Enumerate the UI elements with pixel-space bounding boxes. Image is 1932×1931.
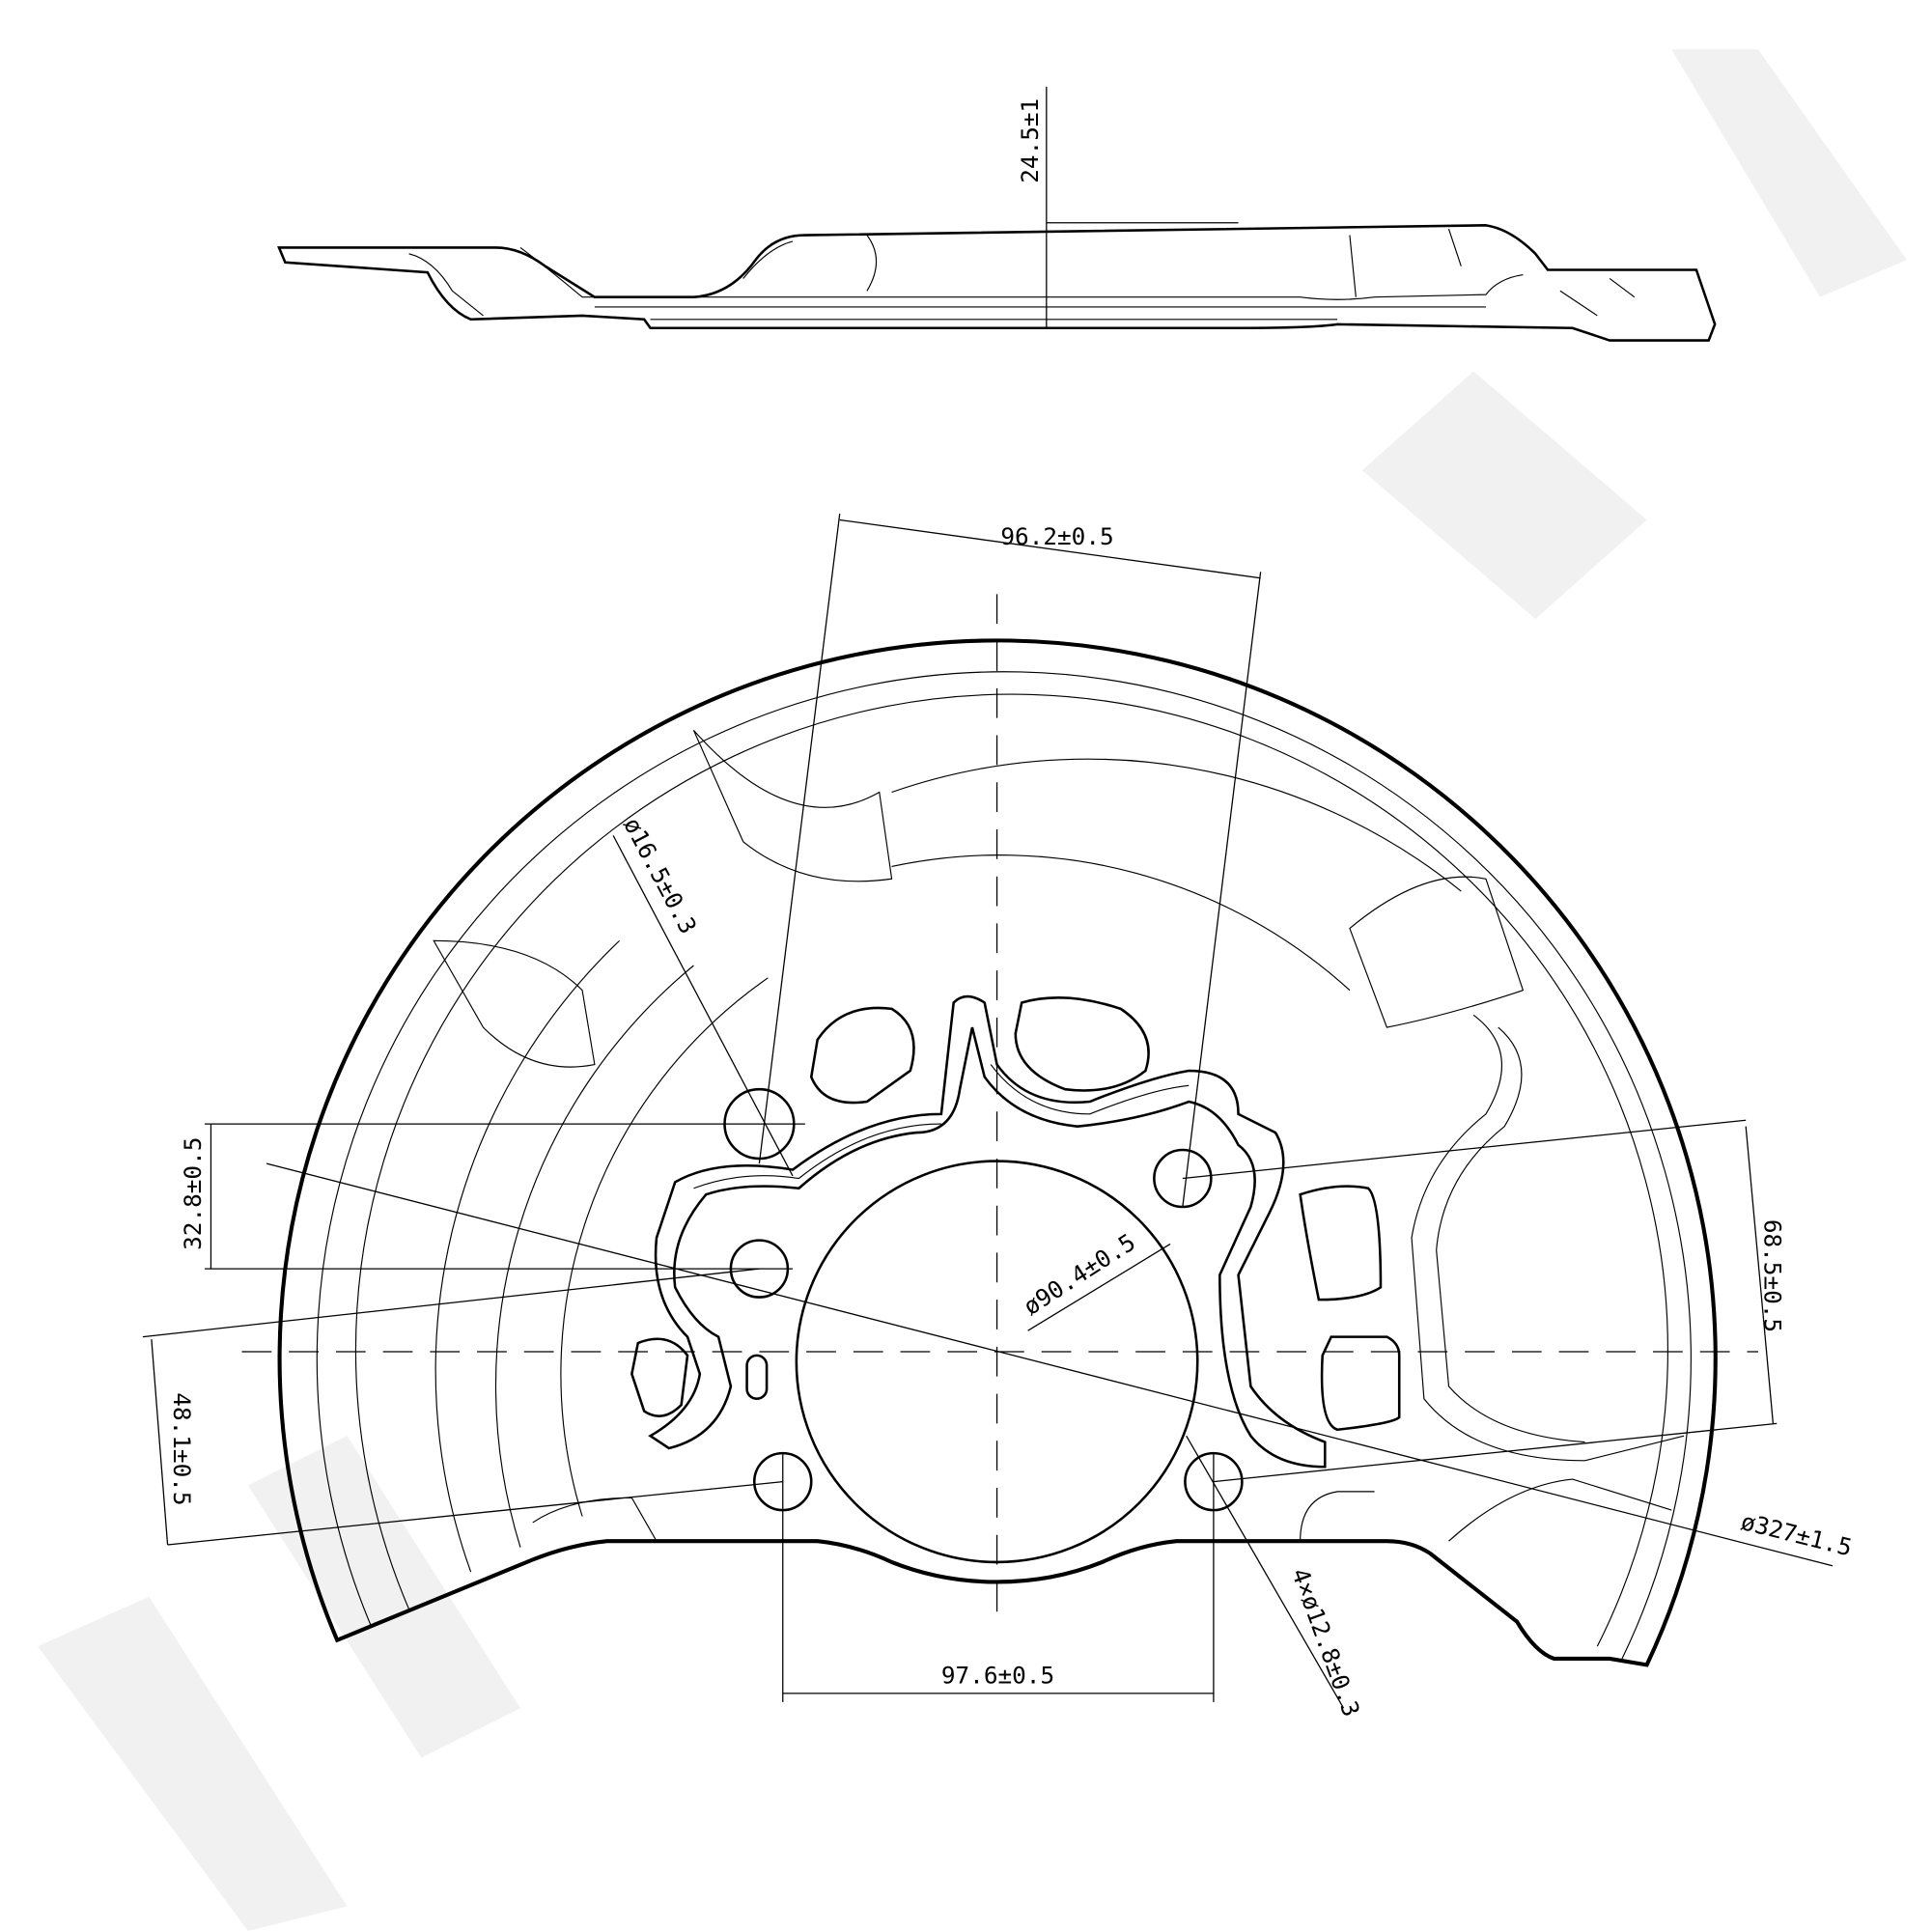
dim-outer-dia: ø327±1.5 bbox=[1738, 1507, 1855, 1562]
dim-bolt-holes: 4×ø12.8±0.3 bbox=[1286, 1564, 1365, 1720]
dim-height: 24.5±1 bbox=[1016, 98, 1044, 183]
window-upper bbox=[1299, 1185, 1383, 1301]
hub-flange bbox=[648, 994, 1327, 1469]
slot-left-lower bbox=[630, 1337, 689, 1417]
slot-right-upper bbox=[1014, 996, 1150, 1092]
outer-contour bbox=[277, 638, 1718, 1667]
dim-left-vertical: 32.8±0.5 bbox=[179, 1137, 207, 1250]
dim-bottom-bolt-span: 97.6±0.5 bbox=[941, 1662, 1054, 1690]
slot-small bbox=[745, 1354, 769, 1401]
dim-top-bolt-span: 96.2±0.5 bbox=[1000, 522, 1113, 550]
dimension-lines bbox=[142, 513, 1834, 1709]
dim-center-bore: ø90.4±0.5 bbox=[1019, 1228, 1140, 1321]
center-bore bbox=[795, 1160, 1199, 1564]
window-lower bbox=[1320, 1335, 1401, 1432]
dim-left-lower: 48.1±0.5 bbox=[168, 1392, 196, 1505]
dim-small-hole: ø16.5±0.3 bbox=[618, 813, 703, 938]
slot-left-upper bbox=[809, 1006, 915, 1105]
watermark bbox=[37, 49, 1907, 1931]
side-view: 24.5±1 bbox=[277, 86, 1717, 342]
dim-right-vertical: 68.5±0.5 bbox=[1758, 1219, 1786, 1332]
